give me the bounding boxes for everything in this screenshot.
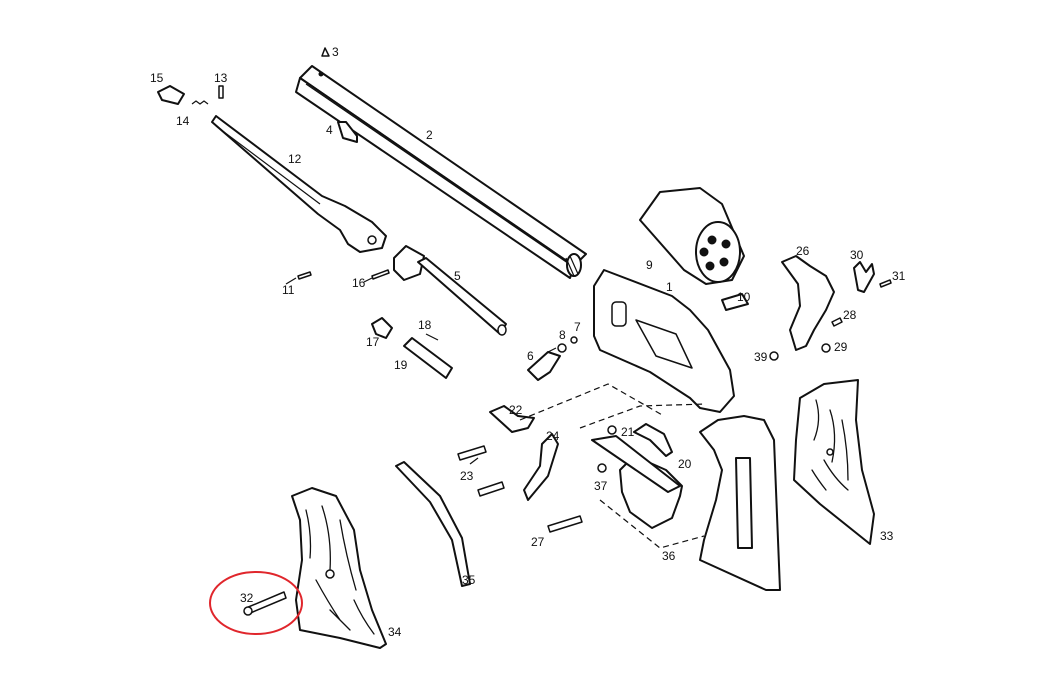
washer-8-part [557, 343, 567, 353]
highlight-circle [209, 571, 303, 635]
label-6: 6 [527, 349, 534, 363]
plunger-part [403, 337, 453, 379]
pin-13-part [218, 85, 224, 99]
cylinder-part [639, 187, 745, 285]
screw-23b-part [477, 481, 505, 497]
label-11: 11 [282, 283, 295, 297]
label-31: 31 [892, 269, 906, 283]
label-20: 20 [678, 457, 692, 471]
label-18: 18 [418, 318, 432, 332]
spring-24-part [523, 433, 559, 501]
label-9: 9 [646, 258, 653, 272]
label-29: 29 [834, 340, 848, 354]
screw-11-part [297, 271, 312, 280]
label-21: 21 [621, 425, 635, 439]
screw-29-part [821, 343, 831, 353]
label-39: 39 [754, 350, 768, 364]
label-33: 33 [880, 529, 894, 543]
label-16: 16 [352, 276, 366, 290]
label-30: 30 [850, 248, 864, 262]
label-7: 7 [574, 320, 581, 334]
screw-39-part [769, 351, 779, 361]
screw-21-part [607, 425, 617, 435]
front-sight-part [321, 47, 330, 57]
grip-screw-head [243, 606, 253, 616]
label-15: 15 [150, 71, 164, 85]
label-3: 3 [332, 45, 339, 59]
label-24: 24 [546, 429, 560, 443]
latch-spring-part [191, 100, 209, 105]
screw-27-part [547, 515, 583, 533]
label-27: 27 [531, 535, 545, 549]
cylinder-pin-part [721, 293, 749, 311]
bolt-6-part [527, 351, 561, 381]
loading-lever-part [211, 115, 387, 253]
screw-7-part [570, 336, 578, 344]
label-14: 14 [176, 114, 190, 128]
trigger-part [853, 261, 875, 293]
assembly-line-b [599, 499, 705, 549]
link-part [371, 317, 393, 339]
label-34: 34 [388, 625, 402, 639]
pin-18-part [425, 333, 439, 341]
label-17: 17 [366, 335, 380, 349]
label-5: 5 [454, 269, 461, 283]
base-pin-part [591, 435, 681, 493]
spring-20-part [633, 423, 673, 457]
hammer-part [781, 255, 835, 351]
latch-part [157, 85, 185, 105]
assembly-line-a [519, 383, 665, 421]
label-4: 4 [326, 123, 333, 137]
label-12: 12 [288, 152, 302, 166]
rammer-part [393, 245, 507, 336]
label-1: 1 [666, 280, 673, 294]
assembly-line-c [579, 403, 707, 429]
label-37: 37 [594, 479, 608, 493]
barrel-stud-part [337, 121, 358, 143]
screw-37-part [597, 463, 607, 473]
barrel-part [295, 65, 587, 279]
spring-22-part [489, 405, 535, 433]
pin-31-part [879, 279, 892, 288]
label-22: 22 [509, 403, 523, 417]
screw-23a-part [457, 445, 487, 461]
backstrap-part [395, 461, 471, 587]
label-23: 23 [460, 469, 474, 483]
label-28: 28 [843, 308, 857, 322]
grip-panel-right-part [793, 379, 875, 545]
label-13: 13 [214, 71, 228, 85]
screw-28-part [831, 317, 843, 327]
label-32: 32 [240, 591, 254, 605]
grip-frame-part [699, 415, 781, 591]
label-2: 2 [426, 128, 433, 142]
frame-part [593, 269, 735, 413]
label-35: 35 [462, 573, 476, 587]
screw-16-part [371, 269, 390, 280]
label-26: 26 [796, 244, 810, 258]
label-8: 8 [559, 328, 566, 342]
label-19: 19 [394, 358, 408, 372]
grip-panel-left-part [291, 487, 387, 649]
label-10: 10 [737, 290, 751, 304]
label-36: 36 [662, 549, 676, 563]
